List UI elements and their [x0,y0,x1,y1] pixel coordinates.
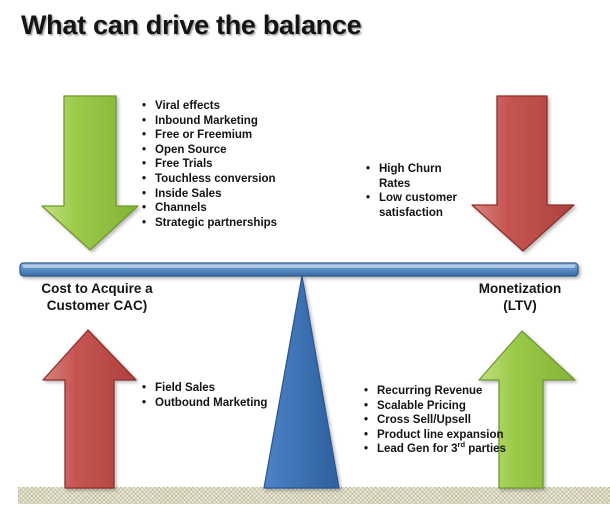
ltv-label-line1: Monetization [478,281,562,296]
list-item: Inside Sales [140,187,305,202]
ltv-label-line2: (LTV) [503,298,537,313]
beam-highlight [23,265,575,268]
cac-label-line2: Customer CAC) [46,298,148,313]
list-item: Product line expansion [362,428,514,443]
list-item: Cross Sell/Upsell [362,413,514,428]
list-item: Lead Gen for 3rd parties [362,441,514,457]
list-item: Touchless conversion [140,172,305,187]
list-item: Open Source [140,143,305,158]
list-item: Free Trials [140,157,305,172]
ltv-drivers-down-list: High Churn RatesLow customer satisfactio… [364,162,466,220]
list-item: Field Sales [140,381,305,396]
list-item: Recurring Revenue [362,384,514,399]
list-item: Channels [140,201,305,216]
green-down-arrow-icon [41,95,139,251]
cac-drivers-down-list: Viral effectsInbound MarketingFree or Fr… [140,99,305,230]
cac-label: Cost to Acquire a Customer CAC) [14,280,180,314]
ltv-label: Monetization (LTV) [445,280,595,314]
page-title: What can drive the balance [21,10,362,40]
ltv-drivers-up-list: Recurring RevenueScalable PricingCross S… [362,384,514,457]
list-item: High Churn Rates [364,162,466,191]
list-item: Outbound Marketing [140,396,305,411]
list-item: Strategic partnerships [140,216,305,231]
list-item: Viral effects [140,99,305,114]
list-item: Free or Freemium [140,128,305,143]
list-item: Low customer satisfaction [364,191,466,220]
ground-hatch-icon [18,487,610,504]
red-down-arrow-icon [471,95,575,252]
balance-beam [19,262,579,277]
list-item: Inbound Marketing [140,114,305,129]
cac-drivers-up-list: Field SalesOutbound Marketing [140,381,305,410]
red-up-arrow-icon [42,329,137,489]
cac-label-line1: Cost to Acquire a [41,281,153,296]
list-item: Scalable Pricing [362,399,514,414]
